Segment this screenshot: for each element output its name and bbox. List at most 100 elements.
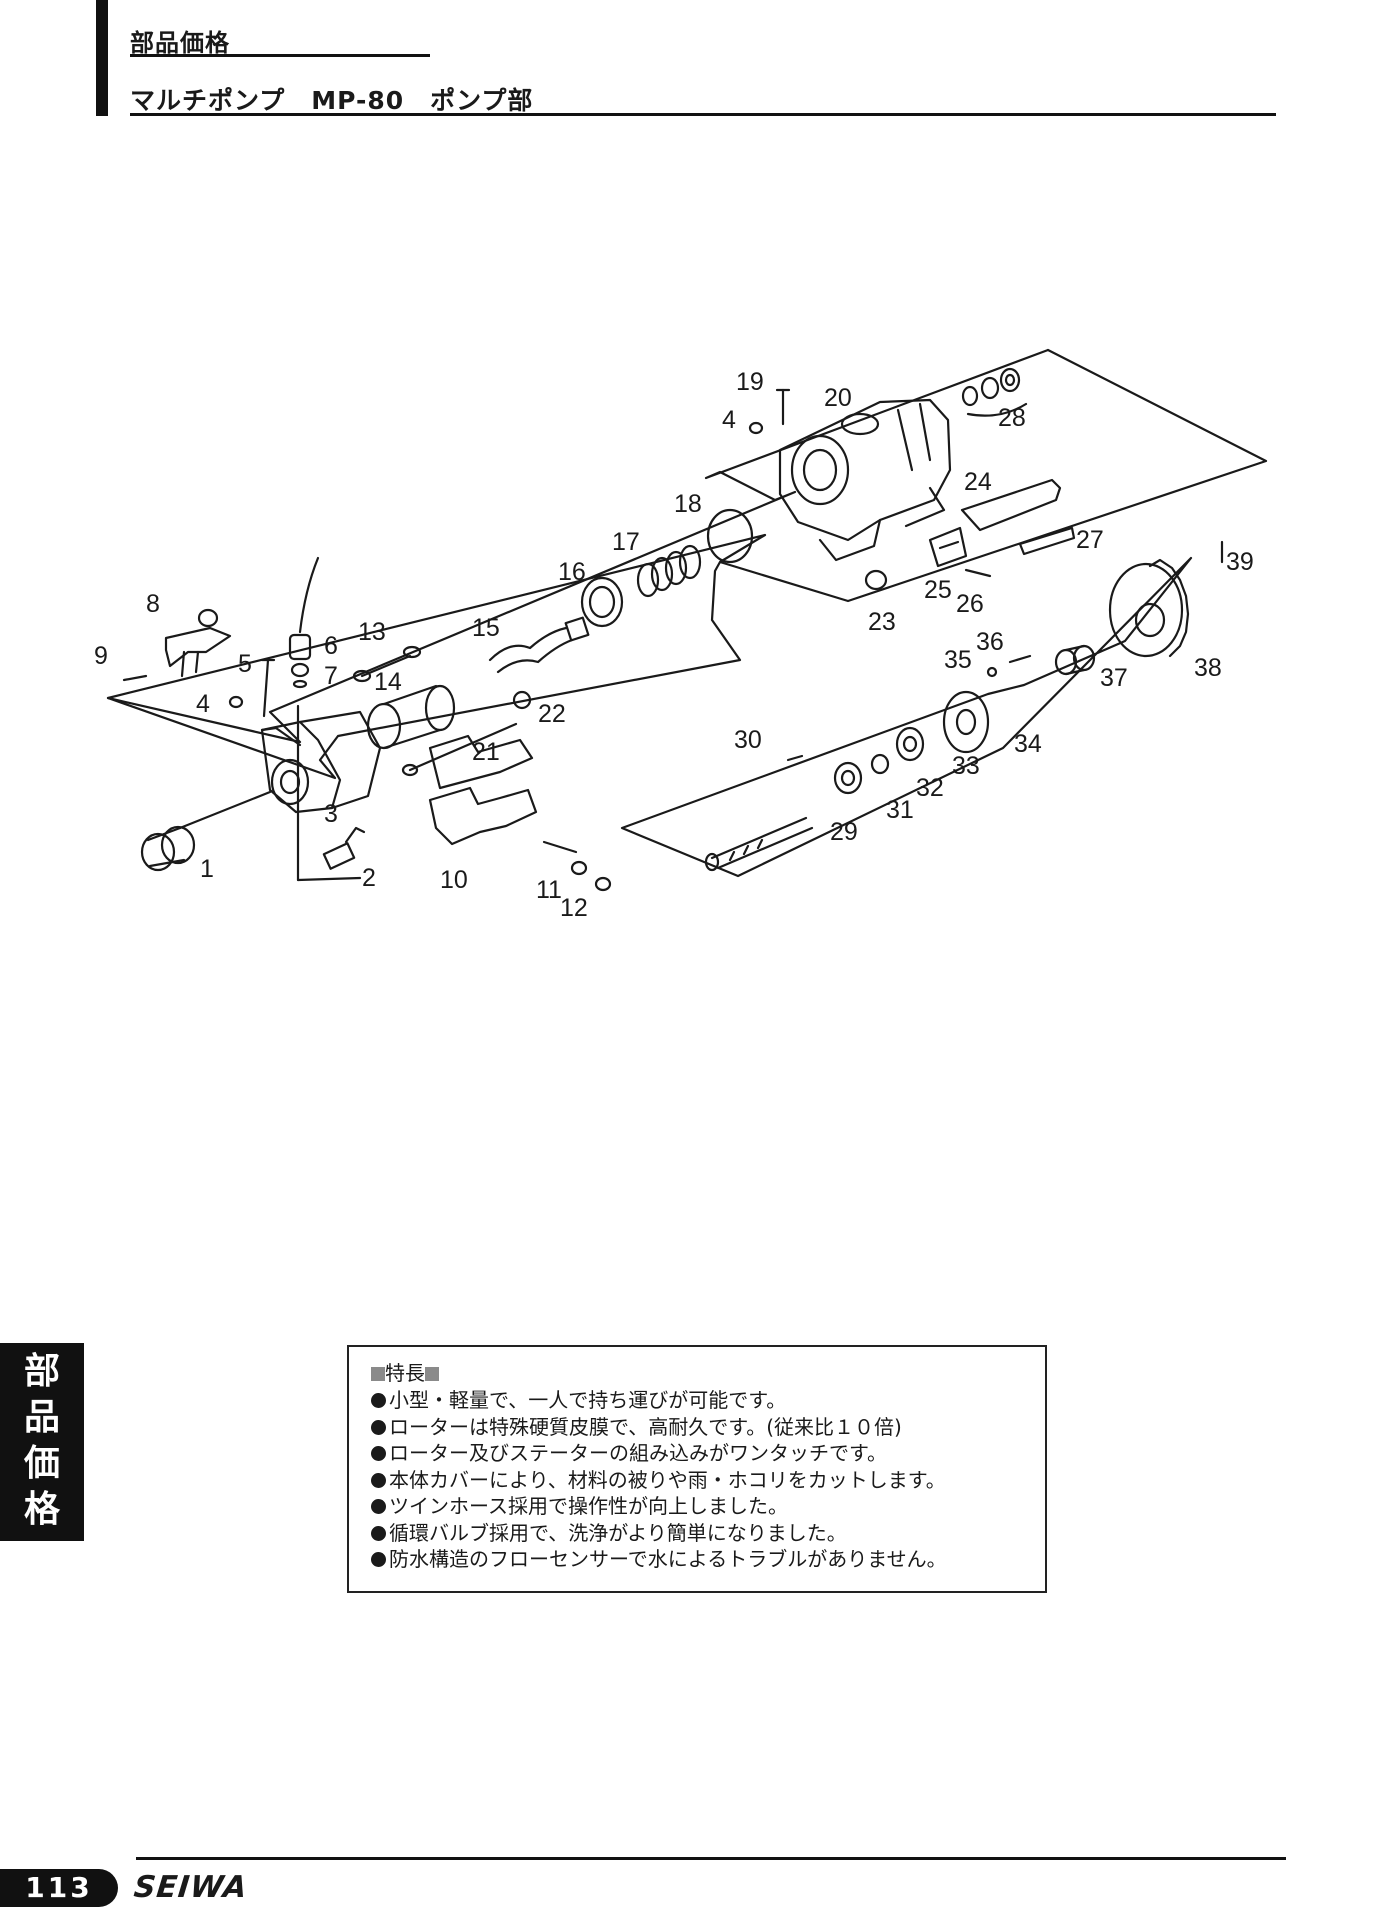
part-2-valve	[322, 826, 366, 870]
callout-39: 39	[1226, 548, 1254, 576]
callout-9: 9	[94, 642, 108, 670]
bullet-icon	[371, 1419, 386, 1435]
part-26-screw	[964, 568, 992, 578]
callout-27: 27	[1076, 526, 1104, 554]
feature-item: 小型・軽量で、一人で持ち運びが可能です。	[371, 1387, 1045, 1414]
callout-3: 3	[324, 800, 338, 828]
part-9-screw	[122, 674, 148, 682]
part-6-sensor	[288, 556, 320, 678]
callout-30: 30	[734, 726, 762, 754]
callout-11: 11	[536, 876, 562, 904]
part-14-stator	[366, 684, 456, 750]
section-title: 部品価格	[130, 29, 230, 57]
part-10-cover	[428, 734, 538, 846]
callout-7: 7	[324, 662, 338, 690]
callout-18: 18	[674, 490, 702, 518]
part-29-shaft	[704, 816, 814, 872]
square-marker-icon	[425, 1367, 439, 1381]
part-27-rack	[1018, 526, 1076, 556]
callout-22: 22	[538, 700, 566, 728]
callout-28: 28	[998, 404, 1026, 432]
callout-5: 5	[238, 650, 252, 678]
part-24-plate	[960, 478, 1062, 532]
feature-item: 本体カバーにより、材料の被りや雨・ホコリをカットします。	[371, 1467, 1045, 1494]
callout-19: 19	[736, 368, 764, 396]
callout-16: 16	[558, 558, 586, 586]
callout-37: 37	[1100, 664, 1128, 692]
callout-10: 10	[440, 866, 468, 894]
page-number: 113	[0, 1869, 118, 1907]
side-index-tab: 部 品 価 格	[0, 1343, 84, 1541]
feature-item: 防水構造のフローセンサーで水によるトラブルがありません。	[371, 1546, 1045, 1573]
part-30-key	[786, 754, 804, 762]
assembly-frame-lower	[620, 556, 1193, 878]
vertical-guide-2	[296, 876, 362, 882]
section-title-rule	[130, 54, 430, 57]
part-32-circlip	[870, 753, 890, 775]
part-16-ring	[580, 576, 624, 628]
feature-text: ローター及びステーターの組み込みがワンタッチです。	[389, 1441, 887, 1465]
part-4-washer	[228, 695, 244, 709]
page-title: マルチポンプ MP-80 ポンプ部	[130, 86, 534, 115]
side-tab-char: 部	[23, 1351, 60, 1392]
feature-text: 防水構造のフローセンサーで水によるトラブルがありません。	[389, 1547, 947, 1571]
bullet-icon	[371, 1393, 386, 1408]
callout-12: 12	[560, 894, 588, 922]
callout-33: 33	[952, 752, 980, 780]
callout-25: 25	[924, 576, 952, 604]
part-18-oring	[706, 508, 754, 564]
part-12-nut	[594, 876, 612, 892]
bullet-icon	[371, 1446, 386, 1461]
brand-logo: SEIWA	[132, 1870, 250, 1905]
callout-26: 26	[956, 590, 984, 618]
callout-36: 36	[976, 628, 1004, 656]
callout-13: 13	[358, 618, 386, 646]
callout-8: 8	[146, 590, 160, 618]
square-marker-icon	[371, 1367, 385, 1381]
callout-1: 1	[200, 855, 214, 883]
part-33-bearing	[895, 726, 925, 762]
part-38-gear	[1108, 558, 1190, 658]
assembly-frame-upper	[106, 348, 1268, 780]
callout-21: 21	[472, 738, 500, 766]
callout-24: 24	[964, 468, 992, 496]
callout-4: 4	[196, 690, 210, 718]
part-34-flange	[942, 690, 990, 754]
part-19-bolt	[775, 388, 791, 426]
part-4-washer-upper	[748, 421, 764, 435]
assembly-frame-upper-b	[106, 348, 1050, 744]
part-21-bolt	[401, 722, 518, 777]
bullet-icon	[371, 1472, 386, 1488]
part-28-washers	[961, 367, 1028, 417]
part-23-nut	[864, 569, 888, 591]
feature-text: 本体カバーにより、材料の被りや雨・ホコリをカットします。	[389, 1467, 946, 1492]
callout-17: 17	[612, 528, 640, 556]
feature-item: 循環バルブ採用で、洗浄がより簡単になりました。	[371, 1520, 1045, 1547]
part-37-bushing	[1054, 644, 1096, 676]
page-title-rule	[130, 113, 1276, 116]
callout-15: 15	[472, 614, 500, 642]
bullet-icon	[371, 1525, 386, 1541]
feature-item: ローターは特殊硬質皮膜で、高耐久です。(従来比１０倍)	[371, 1414, 1045, 1441]
part-15-rotor	[488, 616, 590, 674]
callout-35: 35	[944, 646, 972, 674]
part-11-nut	[570, 860, 588, 876]
feature-item: ツインホース採用で操作性が向上しました。	[371, 1493, 1045, 1520]
part-3-pump-head	[260, 710, 382, 814]
callout-31: 31	[886, 796, 914, 824]
part-25-bracket	[928, 526, 968, 568]
feature-text: 循環バルブ採用で、洗浄がより簡単になりました。	[389, 1520, 847, 1545]
part-7-oring	[292, 679, 308, 689]
feature-item: ローター及びステーターの組み込みがワンタッチです。	[371, 1440, 1045, 1467]
callout-4b: 4	[722, 406, 736, 434]
side-tab-char: 価	[23, 1443, 60, 1484]
side-tab-char: 品	[23, 1397, 60, 1438]
callout-38: 38	[1194, 654, 1222, 682]
callout-14: 14	[374, 668, 402, 696]
features-title-text: 特長	[385, 1361, 425, 1385]
part-22-washer	[512, 690, 532, 710]
feature-text: ツインホース採用で操作性が向上しました。	[389, 1494, 788, 1518]
part-20-pump-body	[778, 398, 952, 562]
callout-23: 23	[868, 608, 896, 636]
